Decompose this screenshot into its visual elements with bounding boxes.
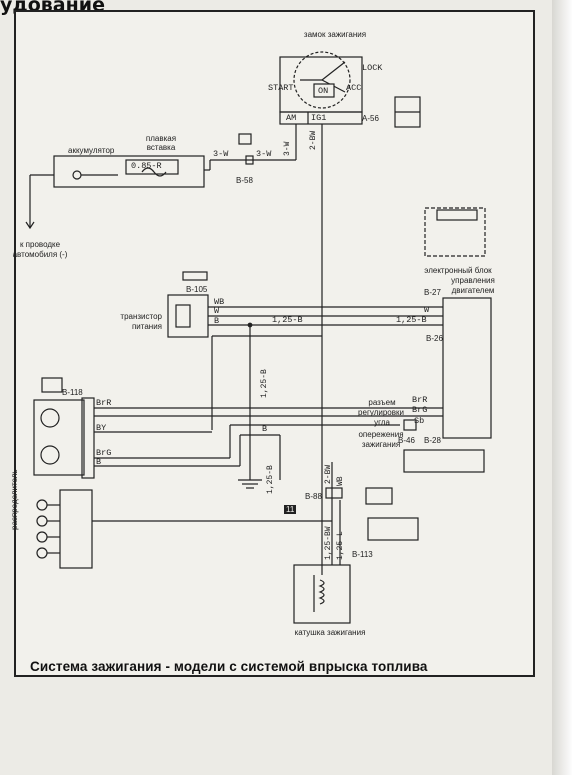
battery-label: аккумулятор — [68, 146, 115, 155]
coil-label: катушка зажигания — [294, 628, 366, 637]
wire-125b-d: 1,25-B — [266, 465, 275, 494]
wire-sb-e: Sb — [414, 416, 425, 426]
ignition-switch-terminal-block — [279, 111, 363, 125]
ecu-body — [442, 297, 492, 439]
wire-125bw: 1,25-BW — [324, 526, 333, 560]
ecu-label-2: управления — [451, 276, 495, 285]
diagram-frame — [14, 10, 535, 677]
wire-brg-d: BrG — [96, 448, 112, 458]
fuse-label-1: плавкая — [145, 134, 177, 143]
timing-label-5: зажигания — [361, 440, 401, 449]
connector-b27: B-27 — [424, 288, 441, 297]
start-label: START — [268, 83, 294, 93]
connector-b58: B-58 — [236, 176, 253, 185]
wire-3w-c: 3-W — [283, 141, 292, 156]
connector-b113: B-113 — [352, 550, 373, 559]
ig1-label: IG1 — [311, 113, 327, 123]
connector-b26: B-26 — [426, 334, 443, 343]
ground-number: 11 — [284, 505, 297, 514]
ignition-switch-dial — [293, 51, 351, 109]
diagram-caption: Система зажигания - модели с системой вп… — [30, 659, 428, 674]
fuse-value: 0.85-R — [131, 161, 162, 171]
battery-fuse-box — [53, 155, 205, 188]
connector-b105: B-105 — [186, 285, 208, 294]
coil-body — [293, 564, 351, 624]
connector-a56: A-56 — [362, 114, 379, 123]
connector-b118: B-118 — [62, 388, 83, 397]
lock-label: LOCK — [362, 63, 383, 73]
ecu-label-1: электронный блок — [424, 266, 492, 275]
wire-b-trans: B — [214, 316, 220, 326]
wire-2bw-a: 2-BW — [309, 130, 318, 150]
timing-label-2: регулировки — [358, 408, 404, 417]
wire-3w-a: 3-W — [213, 149, 229, 159]
ignition-switch-label: замок зажигания — [303, 30, 367, 39]
acc-label: ACC — [346, 83, 362, 93]
timing-label-3: угла — [374, 418, 390, 427]
timing-label-4: опережения — [358, 430, 404, 439]
wire-by-d: BY — [96, 423, 107, 433]
wire-brr-e: BrR — [412, 395, 428, 405]
ecu-label-3: двигателем — [451, 286, 495, 295]
wire-brg-e: BrG — [412, 405, 428, 415]
wire-125b-c: 1,25-B — [260, 369, 269, 398]
on-label: ON — [318, 86, 329, 96]
connector-b46: B-46 — [398, 436, 415, 445]
distributor-body — [33, 399, 85, 476]
wire-2bw-b: 2-BW — [324, 464, 333, 484]
wire-b-d: B — [96, 457, 102, 467]
transistor-body — [167, 294, 209, 338]
distributor-label: распределитель — [10, 469, 19, 530]
wire-125b-b: 1,25-B — [396, 315, 427, 325]
ground-note-1: к проводке — [19, 240, 61, 249]
wire-125l: 1,25-L — [336, 531, 345, 560]
wire-wb-trans: WB — [214, 297, 225, 307]
timing-label-1: разъем — [368, 398, 396, 407]
transistor-label-1: транзистор — [120, 312, 162, 321]
wire-w-ecu: W — [424, 305, 430, 315]
fuse-label-2: вставка — [146, 143, 176, 152]
wire-w-trans: W — [214, 306, 220, 316]
wire-b-mid: B — [262, 424, 268, 434]
wire-wb-coil: WB — [336, 476, 345, 486]
connector-b88: B-88 — [305, 492, 322, 501]
wire-3w-b: 3-W — [256, 149, 272, 159]
am-label: AM — [286, 113, 297, 123]
page-edge — [552, 0, 572, 775]
connector-b28: B-28 — [424, 436, 441, 445]
wire-125b-a: 1,25-B — [272, 315, 303, 325]
ground-note-2: автомобиля (-) — [12, 250, 68, 259]
wire-brr-d: BrR — [96, 398, 112, 408]
transistor-label-2: питания — [131, 322, 162, 331]
